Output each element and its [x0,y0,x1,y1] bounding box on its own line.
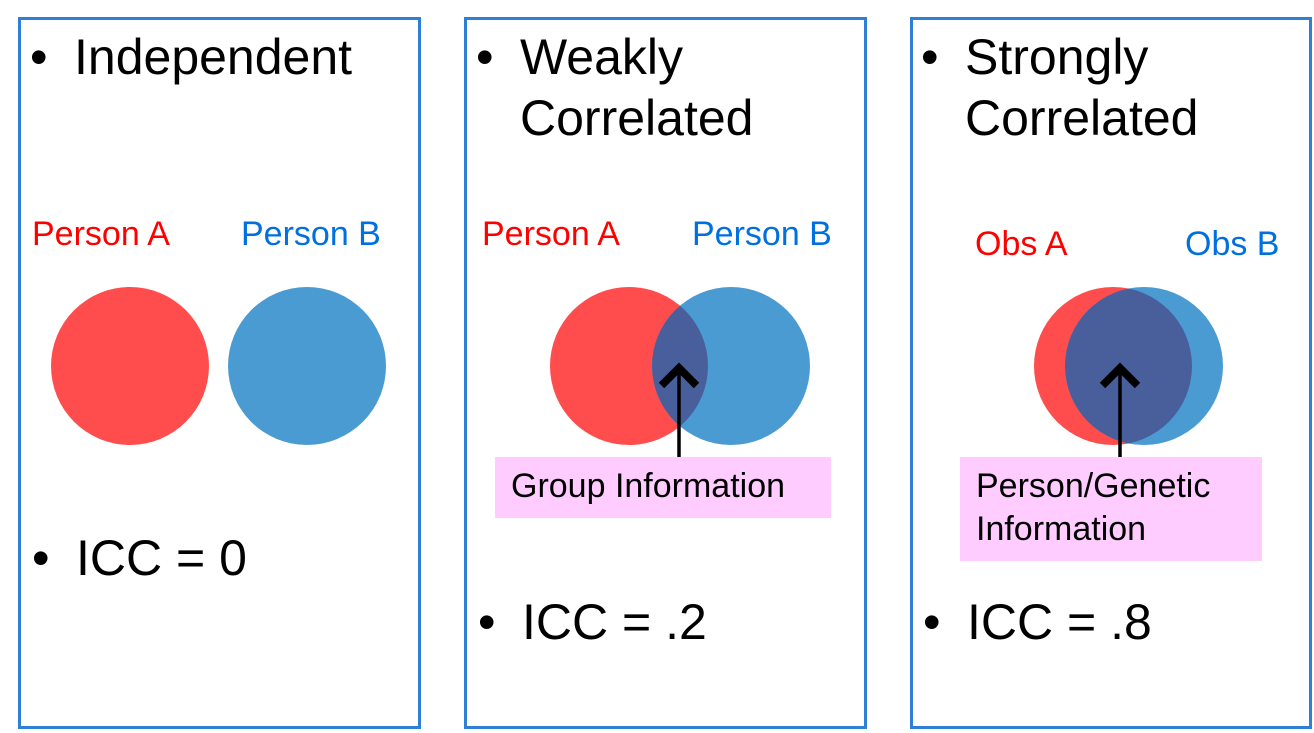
title-line: Independent [74,29,353,85]
label-obs-b: Obs B [1185,225,1280,263]
label-person-a: Person A [32,215,170,253]
panel-independent [18,17,421,729]
callout-group-information: Group Information [495,457,831,518]
label-obs-a: Obs A [975,225,1068,263]
callout-line: Information [976,510,1147,548]
circle-person-b [228,287,386,445]
callout-line: Person/Genetic [976,467,1211,505]
label-person-b: Person B [241,215,381,253]
title-line: Strongly [965,29,1149,85]
overlap-region [652,287,708,445]
icc-value-independent: ICC = 0 [32,528,247,588]
icc-value-strongly-correlated: ICC = .8 [923,592,1152,652]
panel-title-weakly-correlated: Weakly Correlated [476,27,753,149]
panel-title-independent: Independent [30,27,352,88]
callout-person-genetic-information: Person/Genetic Information [960,457,1262,561]
label-person-b: Person B [692,215,832,253]
panel-weakly-correlated [464,17,867,729]
title-line: Correlated [520,90,754,146]
icc-value-weakly-correlated: ICC = .2 [478,592,707,652]
label-person-a: Person A [482,215,620,253]
title-line: Weakly [520,29,684,85]
panel-title-strongly-correlated: Strongly Correlated [921,27,1198,149]
callout-line: Group Information [511,467,786,505]
panel-strongly-correlated [910,17,1312,729]
title-line: Correlated [965,90,1199,146]
circle-person-a [51,287,209,445]
